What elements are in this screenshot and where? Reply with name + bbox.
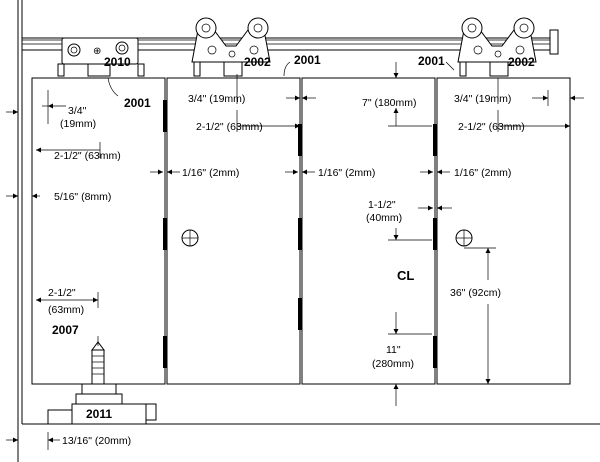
dim-13-16: 13/16" (20mm): [62, 435, 131, 447]
dimension-lines: [6, 62, 584, 450]
knob-icons: [181, 229, 473, 247]
floor-bracket-2011: [47, 383, 157, 425]
dim-1-16-gap-3: 1/16" (2mm): [454, 167, 511, 179]
pivot-bracket-2010: ⊕: [57, 37, 145, 77]
part-2002-label-right: 2002: [508, 55, 535, 69]
door-panel-1: [31, 77, 166, 385]
part-2002-label-middle: 2002: [244, 55, 271, 69]
part-2001-label-top: 2001: [294, 53, 321, 67]
dim-40mm: (40mm): [366, 212, 402, 224]
part-2001-label-right: 2001: [418, 54, 445, 68]
part-2007-label: 2007: [52, 323, 79, 337]
part-2001-label-left: 2001: [124, 96, 151, 110]
part-2010-label: 2010: [104, 55, 131, 69]
door-panel-3: [301, 77, 436, 385]
part-labels: 2010 2002 2002 2001 2001 2001 2007 2011: [52, 53, 535, 421]
dim-36-in: 36" (92cm): [450, 287, 501, 299]
dim-2-1-2-panel2: 2-1/2" (63mm): [196, 121, 263, 133]
door-panels: [31, 77, 571, 385]
dim-19mm-left: (19mm): [60, 118, 96, 130]
dim-2-1-2-guide-in: 2-1/2": [48, 287, 76, 299]
centerline-label: CL: [397, 268, 414, 283]
hinges: [163, 100, 437, 368]
part-leaders: [97, 61, 455, 346]
roller-carrier-2002-right: [457, 17, 537, 77]
floor-guide-2007: [91, 341, 105, 385]
dim-280mm: (280mm): [372, 358, 414, 370]
dim-7-in: 7" (180mm): [362, 97, 417, 109]
roller-carrier-2002-middle: [191, 17, 271, 77]
dim-5-16: 5/16" (8mm): [54, 191, 111, 203]
part-2011-label: 2011: [86, 407, 112, 421]
dim-3-4-panel2: 3/4" (19mm): [188, 93, 245, 105]
dim-2-1-2-panel4: 2-1/2" (63mm): [458, 121, 525, 133]
dim-3-4-panel4: 3/4" (19mm): [454, 93, 511, 105]
dim-1-16-gap-1: 1/16" (2mm): [182, 167, 239, 179]
dim-11-in: 11": [386, 344, 401, 356]
dimension-labels: 3/4" (19mm) 2-1/2" (63mm) 5/16" (8mm) 2-…: [48, 93, 525, 447]
dim-2-1-2-panel1: 2-1/2" (63mm): [54, 150, 121, 162]
dim-3-4-left: 3/4": [68, 105, 87, 117]
dim-1-16-gap-2: 1/16" (2mm): [318, 167, 375, 179]
door-panel-2: [166, 77, 301, 385]
svg-text:⊕: ⊕: [93, 46, 101, 57]
dim-1-1-2-in: 1-1/2": [368, 199, 396, 211]
dim-2-1-2-guide-mm: (63mm): [48, 304, 84, 316]
